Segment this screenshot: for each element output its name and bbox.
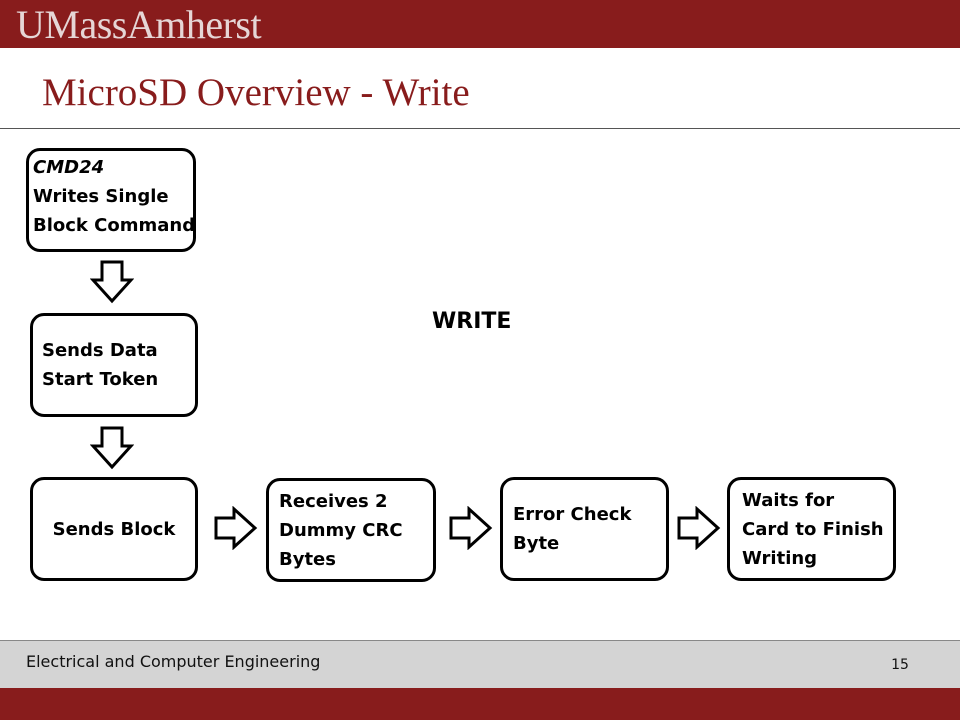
- box-dummy-crc-line-1: Receives 2: [279, 490, 388, 512]
- arrow-right-2-icon: [449, 506, 493, 550]
- box-wait-finish-line-2: Card to Finish: [742, 518, 884, 540]
- box-cmd24-line-3: Block Command: [33, 215, 196, 236]
- box-dummy-crc-line-3: Bytes: [279, 548, 336, 570]
- box-sends-block-line-1: Sends Block: [52, 518, 176, 540]
- box-start-token-line-2: Start Token: [42, 369, 159, 390]
- arrow-down-1-icon: [90, 260, 134, 304]
- slide-title: MicroSD Overview - Write: [42, 71, 470, 114]
- box-cmd24-line-1: CMD24: [33, 157, 105, 178]
- footer-department: Electrical and Computer Engineering: [26, 652, 321, 671]
- arrow-down-2-icon: [90, 426, 134, 470]
- footer-bar: [0, 640, 960, 688]
- title-divider: [0, 128, 960, 129]
- box-wait-finish: Waits for Card to Finish Writing: [727, 477, 896, 581]
- write-label: WRITE: [432, 309, 512, 334]
- page-number: 15: [891, 657, 909, 673]
- box-error-check-line-1: Error Check: [513, 504, 632, 525]
- box-wait-finish-line-3: Writing: [742, 547, 818, 569]
- box-start-token: Sends Data Start Token: [30, 313, 198, 417]
- box-error-check-line-2: Byte: [513, 533, 560, 554]
- box-cmd24: CMD24 Writes Single Block Command: [26, 148, 196, 252]
- arrow-right-1-icon: [214, 506, 258, 550]
- box-error-check: Error Check Byte: [500, 477, 669, 581]
- header-bar: UMassAmherst: [0, 0, 960, 48]
- box-sends-block: Sends Block: [30, 477, 198, 581]
- box-cmd24-line-2: Writes Single: [33, 186, 169, 207]
- box-dummy-crc-line-2: Dummy CRC: [279, 519, 403, 541]
- box-start-token-line-1: Sends Data: [42, 340, 158, 361]
- arrow-right-3-icon: [677, 506, 721, 550]
- bottom-bar: [0, 688, 960, 720]
- box-wait-finish-line-1: Waits for: [742, 489, 835, 511]
- box-dummy-crc: Receives 2 Dummy CRC Bytes: [266, 478, 436, 582]
- umass-logo: UMassAmherst: [16, 2, 262, 47]
